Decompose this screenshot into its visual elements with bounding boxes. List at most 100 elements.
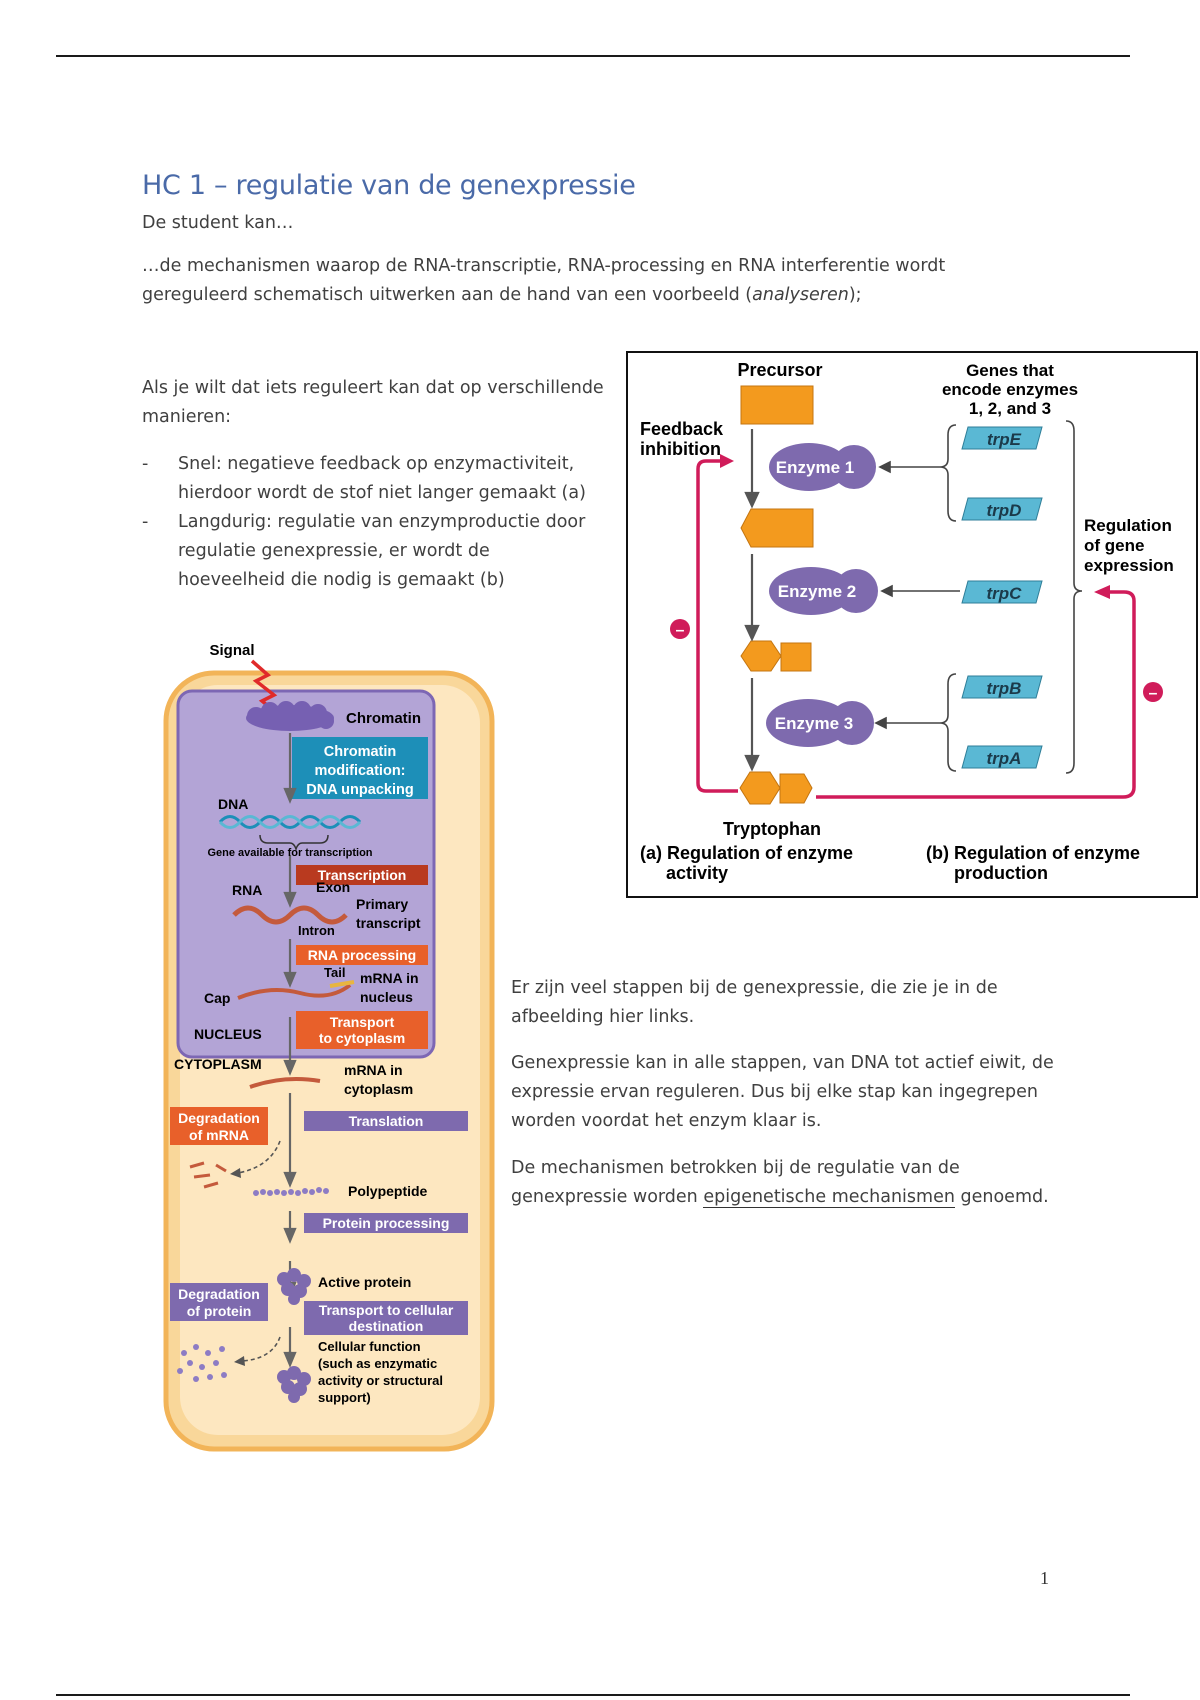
svg-text:Transcription: Transcription xyxy=(318,867,407,883)
polypeptide-shape xyxy=(253,1187,329,1196)
active-protein-shape xyxy=(277,1268,311,1305)
chromatin-shape xyxy=(246,701,334,731)
dna-strand xyxy=(218,815,362,829)
inhibit-icon xyxy=(670,619,690,639)
svg-text:RNA processing: RNA processing xyxy=(308,947,416,963)
svg-text:Protein processing: Protein processing xyxy=(323,1215,450,1231)
label-tail: Tail xyxy=(324,965,345,980)
mrna-fragments-icon xyxy=(189,1161,227,1189)
rna-processing-box xyxy=(296,945,428,965)
transcription-box xyxy=(296,865,428,885)
label-regulation-1: Regulation xyxy=(1084,516,1172,535)
label-feedback-1: Feedback xyxy=(640,419,724,439)
label-regulation-2: of gene xyxy=(1084,536,1144,555)
bullet-dash: - xyxy=(142,454,149,474)
transport-cell-box xyxy=(304,1301,468,1335)
objective-line-2: gereguleerd schematisch uitwerken aan de… xyxy=(142,285,862,305)
svg-text:DNA unpacking: DNA unpacking xyxy=(306,782,413,798)
bullet-dash: - xyxy=(142,512,149,532)
svg-text:Degradation: Degradation xyxy=(178,1286,260,1302)
figure-border xyxy=(626,351,1198,898)
label-tryptophan: Tryptophan xyxy=(723,819,821,839)
label-gene-available: Gene available for transcription xyxy=(207,847,372,859)
bullet-item-long: - Langdurig: regulatie van enzymproducti… xyxy=(142,508,585,595)
gene-label: trpE xyxy=(987,430,1022,449)
label-chromatin: Chromatin xyxy=(346,710,421,727)
label-intron: Intron xyxy=(298,923,335,938)
label-regulation-3: expression xyxy=(1084,556,1174,575)
enzyme-2-label: Enzyme 2 xyxy=(778,582,856,601)
objective-text: …de mechanismen waarop de RNA-transcript… xyxy=(142,252,945,310)
label-function-3: activity or structural xyxy=(318,1373,443,1388)
label-mrna-nucleus-2: nucleus xyxy=(360,989,413,1005)
primary-transcript-shape xyxy=(232,905,348,925)
paragraph-steps: Er zijn veel stappen bij de genexpressie… xyxy=(511,978,998,1027)
epigenetic-term: epigenetische mechanismen xyxy=(703,1187,955,1208)
gene-label: trpC xyxy=(987,584,1023,603)
mrna-nucleus-shape xyxy=(237,983,352,1000)
trp-regulation-figure: Precursor Genes that encode enzymes 1, 2… xyxy=(626,351,1198,898)
label-dna: DNA xyxy=(218,796,248,812)
enzyme-3-label: Enzyme 3 xyxy=(775,714,853,733)
enzyme-3-shape xyxy=(766,699,874,747)
tryptophan-shape xyxy=(739,771,781,805)
svg-text:Transport: Transport xyxy=(330,1014,395,1030)
svg-text:Degradation: Degradation xyxy=(178,1110,260,1126)
page-number: 1 xyxy=(1040,1568,1049,1588)
label-primary-1: Primary xyxy=(356,896,408,912)
label-cap: Cap xyxy=(204,990,230,1006)
caption-b-2: production xyxy=(954,863,1048,883)
intro-text: De student kan… xyxy=(142,213,294,233)
label-nucleus: NUCLEUS xyxy=(194,1026,262,1042)
label-genes-3: 1, 2, and 3 xyxy=(969,399,1051,418)
regulation-intro: Als je wilt dat iets reguleert kan dat o… xyxy=(142,378,604,427)
label-function-1: Cellular function xyxy=(318,1339,421,1354)
protein-processing-box xyxy=(304,1213,468,1233)
svg-text:Translation: Translation xyxy=(349,1113,424,1129)
gene-trpD xyxy=(961,497,1043,521)
label-genes-1: Genes that xyxy=(966,361,1054,380)
label-precursor: Precursor xyxy=(737,360,822,380)
gene-trpB xyxy=(961,675,1043,699)
gene-label: trpD xyxy=(987,501,1022,520)
enzyme-1-label: Enzyme 1 xyxy=(776,458,854,477)
functional-protein-shape xyxy=(277,1366,311,1403)
gene-brace xyxy=(259,834,329,852)
enzyme-2-shape xyxy=(769,567,878,615)
svg-text:Chromatin: Chromatin xyxy=(324,744,397,760)
svg-text:destination: destination xyxy=(349,1318,424,1334)
label-mrna-cyto-1: mRNA in xyxy=(344,1062,403,1078)
svg-text:to cytoplasm: to cytoplasm xyxy=(319,1030,405,1046)
inhibit-icon xyxy=(1143,682,1163,702)
gene-trpA xyxy=(961,745,1043,769)
gene-expression-cell-figure: Signal Chromatin Chromatin modification:… xyxy=(163,642,495,1452)
svg-text:–: – xyxy=(676,622,685,639)
label-polypeptide: Polypeptide xyxy=(348,1183,428,1199)
intermediate-2-shape xyxy=(740,640,782,672)
label-function-4: support) xyxy=(318,1390,371,1405)
svg-text:Transport to cellular: Transport to cellular xyxy=(319,1302,454,1318)
paragraph-epigenetic: De mechanismen betrokken bij de regulati… xyxy=(511,1158,1049,1208)
paragraph-all-steps: Genexpressie kan in alle stappen, van DN… xyxy=(511,1053,1054,1131)
feedback-arrowhead-b xyxy=(1094,585,1110,599)
gene-trpC xyxy=(961,580,1043,604)
label-primary-2: transcript xyxy=(356,915,421,931)
label-mrna-cyto-2: cytoplasm xyxy=(344,1081,413,1097)
gene-label: trpA xyxy=(987,749,1022,768)
label-function-2: (such as enzymatic xyxy=(318,1356,437,1371)
degradation-protein-box xyxy=(170,1283,268,1321)
caption-a-2: activity xyxy=(666,863,728,883)
precursor-shape xyxy=(740,385,814,425)
page-title: HC 1 – regulatie van de genexpressie xyxy=(142,170,636,201)
brace-genes xyxy=(1065,420,1083,774)
chromatin-modification-box xyxy=(292,737,428,799)
footer-rule xyxy=(56,1694,1130,1696)
label-mrna-nucleus-1: mRNA in xyxy=(360,970,419,986)
label-feedback-2: inhibition xyxy=(640,439,721,459)
feedback-line-a xyxy=(696,459,738,793)
svg-text:–: – xyxy=(1149,685,1158,702)
protein-fragments-icon xyxy=(177,1344,227,1382)
objective-line-1: …de mechanismen waarop de RNA-transcript… xyxy=(142,256,946,276)
caption-b-1: (b) Regulation of enzyme xyxy=(926,843,1140,863)
feedback-arrowhead-a xyxy=(720,454,734,468)
